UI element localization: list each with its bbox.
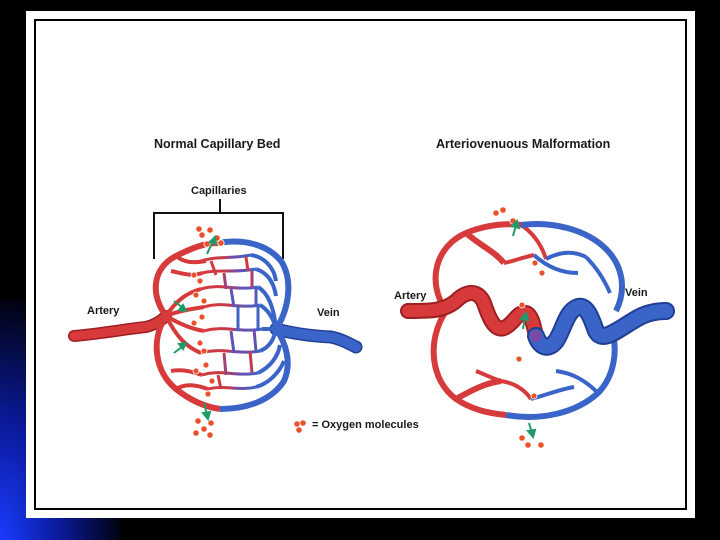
normal-capillary-bed-title: Normal Capillary Bed <box>154 137 280 151</box>
diagram-svg <box>26 11 695 518</box>
normal-capillary-bed <box>74 199 356 438</box>
vein-label-right: Vein <box>625 287 648 299</box>
vein-label-left: Vein <box>317 307 340 319</box>
legend-text: = Oxygen molecules <box>312 419 419 431</box>
avm-title: Arteriovenuous Malformation <box>436 137 610 151</box>
artery-label-left: Artery <box>87 305 119 317</box>
avm-oxygen-bottom <box>519 393 544 448</box>
artery-label-right: Artery <box>394 290 426 302</box>
capillaries-label: Capillaries <box>191 185 247 197</box>
arteriovenous-malformation <box>408 207 666 448</box>
oxygen-group-bottom <box>193 418 214 438</box>
slide-frame: Normal Capillary Bed Arteriovenuous Malf… <box>26 11 695 518</box>
legend: = Oxygen molecules <box>294 419 419 431</box>
